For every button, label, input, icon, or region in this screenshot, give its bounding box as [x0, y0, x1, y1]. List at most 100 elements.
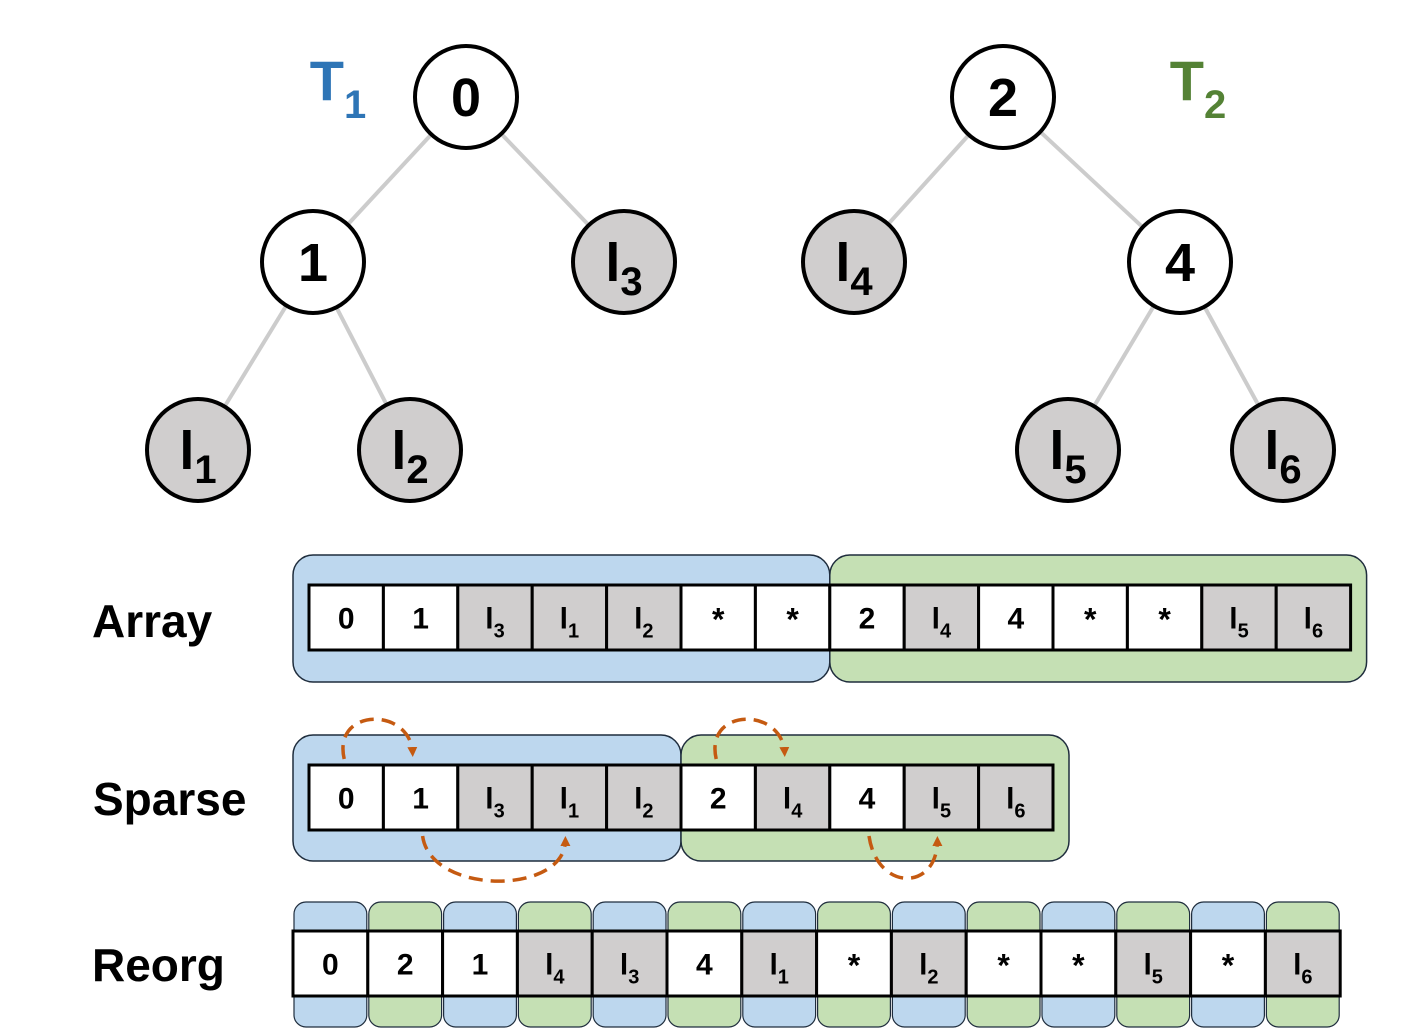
cell-box [1200, 583, 1278, 652]
pointer-arrows [341, 717, 943, 883]
node-label: 4 [1165, 233, 1195, 293]
node-label: 1 [298, 233, 328, 293]
cell-label: * [1084, 602, 1097, 638]
pointer-arrow [341, 717, 418, 760]
array-cell: * [679, 583, 757, 652]
array-cell: l2 [605, 583, 683, 652]
cell-box [530, 583, 609, 652]
array-cell: l1 [530, 583, 609, 652]
cell-label: l1 [560, 783, 579, 823]
row-label: Array [92, 595, 213, 647]
cell-label: * [1222, 948, 1235, 984]
leaf-node: l6 [1230, 397, 1336, 503]
cell-box [456, 583, 534, 652]
cell-box [679, 583, 757, 652]
cell-label: l1 [560, 603, 579, 643]
leaf-node: l2 [357, 397, 463, 503]
cell-label: l2 [634, 783, 653, 823]
cell-label: l4 [545, 949, 565, 989]
array-cell: * [815, 929, 893, 998]
array-cell: 0 [307, 583, 385, 652]
array-cell: l4 [515, 929, 594, 998]
cell-label: l6 [1006, 783, 1025, 823]
array-cell: 1 [381, 583, 460, 652]
cell-label: 1 [412, 603, 429, 636]
leaf-node: l5 [1015, 397, 1121, 503]
row-label: Reorg [92, 939, 225, 991]
array-cell: 1 [441, 929, 519, 998]
leaf-node: l1 [145, 397, 251, 503]
cell-label: l4 [783, 783, 803, 823]
node-circle [357, 397, 463, 503]
node-circle [801, 209, 907, 315]
array-cell: l5 [1200, 583, 1278, 652]
internal-node: 0 [413, 44, 519, 150]
cell-label: * [997, 948, 1010, 984]
cell-label: * [1072, 948, 1085, 984]
array-cell: 0 [307, 763, 385, 832]
internal-node: 1 [260, 209, 366, 315]
cell-label: l3 [620, 949, 639, 989]
node-circle [1015, 397, 1121, 503]
cell-label: 4 [1007, 603, 1024, 636]
cell-label: l3 [485, 603, 504, 643]
cell-box [1051, 583, 1129, 652]
cell-box [1114, 929, 1193, 998]
array-cell: 2 [828, 583, 906, 652]
cell-label: 2 [710, 783, 727, 816]
node-circle [1127, 209, 1233, 315]
array-cell: l5 [1114, 929, 1193, 998]
node-label: l4 [835, 233, 873, 304]
array-cell: * [753, 583, 832, 652]
cell-label: * [712, 602, 725, 638]
array-cell: l5 [902, 763, 981, 832]
cell-box [889, 929, 968, 998]
cell-box [1189, 929, 1267, 998]
tree-edges [222, 130, 1261, 408]
cell-box [964, 929, 1043, 998]
tree-edge [886, 133, 971, 226]
leaf-node: l3 [571, 209, 677, 315]
pointer-arrow [713, 717, 790, 760]
array-cell: 4 [665, 929, 744, 998]
array-cell: l4 [902, 583, 981, 652]
cell-label: 0 [338, 603, 355, 636]
node-label: l3 [605, 233, 642, 304]
tree-edge [346, 133, 433, 226]
array-cell: * [1039, 929, 1118, 998]
cell-label: * [1158, 602, 1171, 638]
node-circle [950, 44, 1056, 150]
array-cell: 2 [366, 929, 445, 998]
array-cell: l3 [456, 583, 534, 652]
internal-node: 4 [1127, 209, 1233, 315]
node-circle [413, 44, 519, 150]
array-cell: * [1125, 583, 1204, 652]
array-cell: l4 [753, 763, 832, 832]
cell-label: 1 [412, 783, 429, 816]
cell-label: l5 [932, 783, 951, 823]
cell-box [828, 763, 906, 832]
cell-box [441, 929, 519, 998]
row-label: Sparse [93, 773, 246, 825]
array-cell: 4 [977, 583, 1055, 652]
node-circle [571, 209, 677, 315]
array-cell: l1 [530, 763, 609, 832]
node-circle [1230, 397, 1336, 503]
node-circle [145, 397, 251, 503]
cell-label: 1 [472, 949, 489, 982]
cell-label: 4 [859, 783, 876, 816]
cell-label: 0 [338, 783, 355, 816]
node-circle [260, 209, 366, 315]
cell-label: l3 [485, 783, 504, 823]
node-label: l5 [1049, 421, 1086, 492]
node-label: 0 [451, 68, 481, 128]
array-cell: 2 [679, 763, 757, 832]
cell-box [291, 929, 370, 998]
pointer-arrow [867, 835, 943, 880]
tree-edge [1092, 304, 1156, 408]
array-cell: l6 [1263, 929, 1342, 998]
